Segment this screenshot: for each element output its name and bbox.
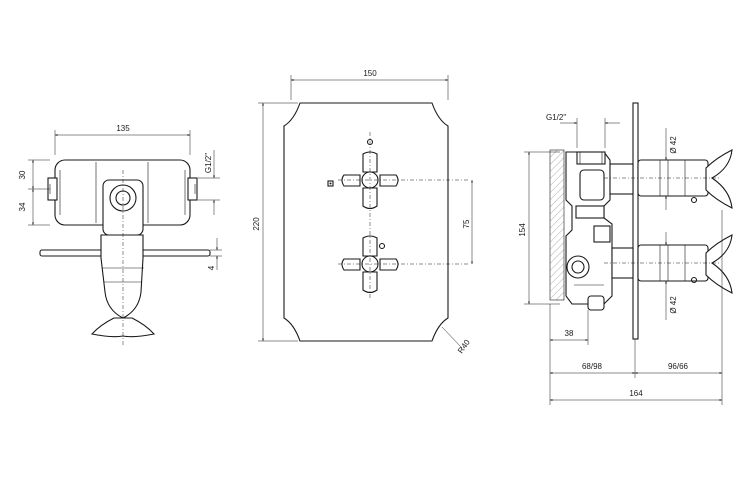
section-diameter-bottom-label: Ø 42	[669, 296, 678, 314]
side-lever	[90, 317, 156, 338]
side-height-b-label: 34	[18, 202, 27, 211]
front-plate	[283, 102, 449, 342]
wall-section	[549, 149, 565, 301]
section-depth-label: 38	[565, 329, 574, 338]
section-wall-plate	[632, 102, 639, 340]
front-radius-label: R40	[456, 338, 472, 356]
section-right-label: 96/66	[668, 362, 689, 371]
upper-cross-handle	[327, 138, 399, 210]
front-height-label: 220	[252, 217, 261, 231]
side-width-label: 135	[116, 124, 130, 133]
section-height-label: 154	[518, 223, 527, 237]
front-spacing-label: 75	[462, 219, 471, 228]
section-top-connector	[576, 151, 606, 165]
side-height-a-label: 30	[18, 170, 27, 179]
section-view: G1/2" Ø 42 Ø 42 154 38 68/98 96/66 164	[518, 102, 733, 405]
side-view: 135 30 34 G1/2" 4	[18, 124, 222, 345]
section-lower-port-outer	[566, 255, 590, 279]
side-port-right	[187, 177, 198, 201]
section-lower-port-inner	[571, 260, 585, 274]
front-view: 150 220 75 R40	[252, 69, 473, 356]
temperature-marker	[327, 180, 334, 187]
front-width-label: 150	[363, 69, 377, 78]
side-height-c-label: 4	[207, 265, 216, 270]
side-handle	[100, 234, 144, 319]
section-total-label: 164	[629, 389, 643, 398]
side-thread-label: G1/2"	[204, 153, 213, 173]
section-upper-lever	[705, 149, 733, 209]
section-diameter-top-label: Ø 42	[669, 136, 678, 154]
section-left-label: 68/98	[582, 362, 603, 371]
section-thread-label: G1/2"	[546, 113, 566, 122]
section-lower-lever	[705, 234, 733, 294]
